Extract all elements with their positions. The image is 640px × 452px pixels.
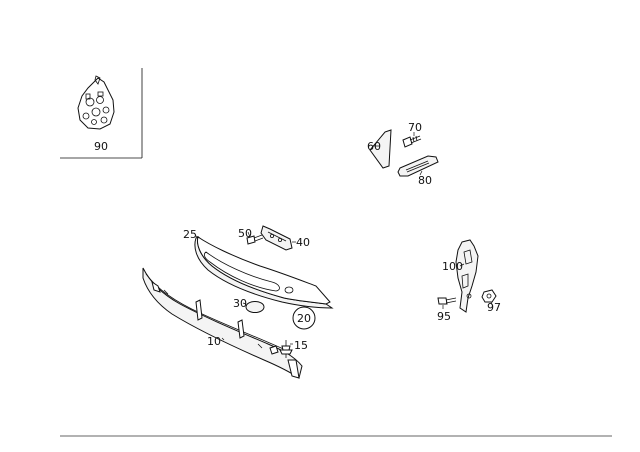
label-97: 97 <box>487 301 501 314</box>
part-40-bracket[interactable] <box>260 225 296 251</box>
label-60: 60 <box>367 140 381 153</box>
label-30: 30 <box>233 297 247 310</box>
label-50: 50 <box>238 227 252 240</box>
label-15: 15 <box>294 339 308 352</box>
label-100: 100 <box>442 260 463 273</box>
part-100-side-bracket[interactable] <box>455 239 479 313</box>
part-30-lamp-cover[interactable] <box>242 301 265 313</box>
part-25-grille-panel[interactable] <box>194 235 334 309</box>
label-90: 90 <box>94 140 108 153</box>
label-40: 40 <box>296 236 310 249</box>
part-10-bumper-cover[interactable] <box>142 267 303 379</box>
part-90-parts-bag[interactable] <box>77 75 115 130</box>
inset-frame <box>60 68 143 159</box>
part-50-screw[interactable] <box>246 231 264 245</box>
part-20-callout[interactable] <box>292 306 316 330</box>
part-95-screw[interactable] <box>437 297 457 309</box>
label-25: 25 <box>183 228 197 241</box>
label-70: 70 <box>408 121 422 134</box>
label-80: 80 <box>418 174 432 187</box>
part-15-clip[interactable] <box>279 340 293 358</box>
label-95: 95 <box>437 310 451 323</box>
part-60-triangle-trim[interactable] <box>369 129 392 169</box>
part-97-nut[interactable] <box>481 289 497 306</box>
part-80-emblem[interactable] <box>397 155 439 177</box>
label-20: 20 <box>297 312 311 325</box>
label-10: 10 <box>207 335 221 348</box>
part-70-screw[interactable] <box>402 132 422 148</box>
